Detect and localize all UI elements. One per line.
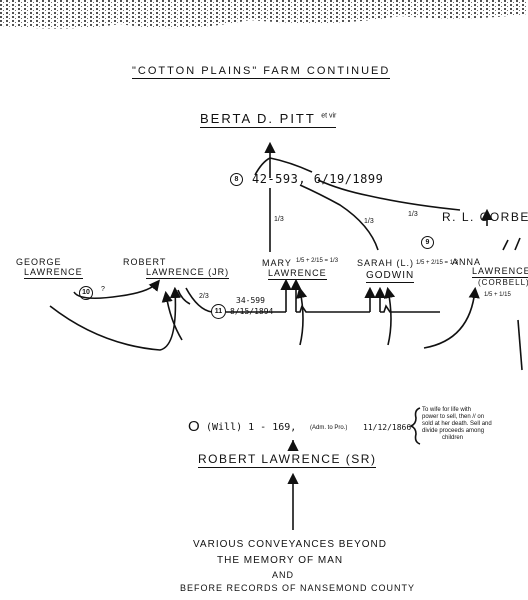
heir-anna-shares: 1/5 + 1/15 <box>484 292 511 298</box>
fraction-george: ? <box>101 286 105 293</box>
will-note-1: To wife for life with <box>422 407 472 413</box>
heir-sarah-first: Sarah (L.) <box>357 258 415 268</box>
heir-mary-first: Mary <box>262 258 292 268</box>
fraction-robert-jr: 2/3 <box>199 293 209 300</box>
deed-11-book: 34-599 <box>236 296 265 305</box>
will-date: 11/12/1866 <box>363 423 412 432</box>
will-note-3: sold at her death. Sell and <box>422 421 492 427</box>
deed-marker-11: 11 <box>211 304 226 319</box>
heir-sarah-last: Godwin <box>366 270 415 283</box>
heir-anna-last: Lawrence <box>472 266 528 278</box>
origin-line-1: Various Conveyances Beyond <box>193 539 387 550</box>
heir-robert-jr-first: Robert <box>123 257 167 267</box>
will-adm: (Adm. to Pro.) <box>310 425 348 431</box>
origin-line-4: Before Records of Nansemond County <box>180 583 416 593</box>
fraction-mary: 1/3 <box>274 216 284 223</box>
origin-line-2: The Memory of Man <box>217 555 344 566</box>
will-book: (Will) 1 - 169, <box>206 422 297 433</box>
heir-george-last: Lawrence <box>24 267 83 279</box>
fraction-corbell: 1/3 <box>408 211 418 218</box>
deed-11-date: 8/15/1894 <box>230 307 274 316</box>
top-owner-label: Berta D. Pitt <box>200 111 316 126</box>
will-note-2: power to sell, then // on <box>422 414 485 420</box>
heir-mary-shares: 1/5 + 2/15 = 1/3 <box>296 258 339 264</box>
heir-sarah-shares: 1/5 + 2/15 = 1/3 <box>416 260 459 266</box>
heir-mary-last: Lawrence <box>268 268 327 280</box>
deed-marker-8: 8 <box>230 173 243 186</box>
heir-anna-first: Anna <box>452 257 482 267</box>
top-owner-name: Berta D. Pitt et vir <box>200 111 337 128</box>
heir-george-first: George <box>16 257 62 267</box>
scan-edge-noise <box>0 0 528 29</box>
will-note-5: children <box>442 435 464 441</box>
heir-anna-paren: (Corbell) <box>478 278 528 287</box>
will-note-4: divide proceeds among <box>422 428 485 434</box>
will-marker: O <box>188 418 200 435</box>
rl-corbell-name: R. L. Corbell <box>442 210 528 224</box>
origin-line-3: and <box>272 570 295 580</box>
top-owner-suffix: et vir <box>321 112 337 120</box>
heir-robert-jr-last: Lawrence (Jr) <box>146 267 230 279</box>
deed-marker-10: 10 <box>79 286 93 300</box>
deed-marker-9: 9 <box>421 236 434 249</box>
page-title: "Cotton Plains" Farm Continued <box>132 65 391 79</box>
fraction-sarah: 1/3 <box>364 218 374 225</box>
robert-sr-name: Robert Lawrence (Sr) <box>198 452 377 468</box>
top-deed-text: 42-593, 6/19/1899 <box>252 172 384 186</box>
